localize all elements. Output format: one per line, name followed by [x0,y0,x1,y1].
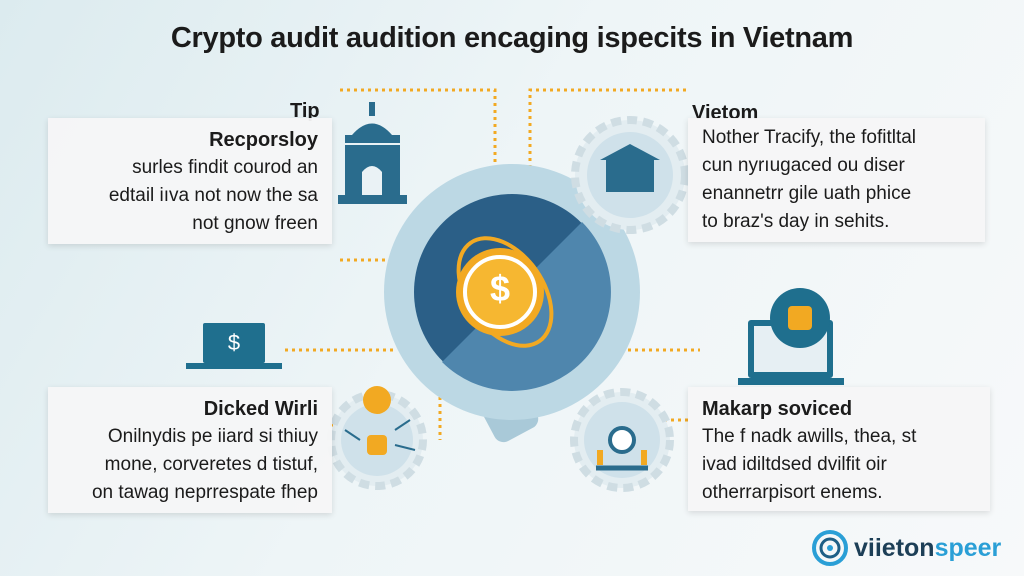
logo-text: viietonspeer [854,533,1002,562]
bank-icon [338,102,407,204]
spiral-logo-icon [812,530,848,566]
card-heading: Dicked Wirli [203,398,318,420]
brand-logo: viietonspeer [810,530,1001,566]
coin-dollar-symbol: $ [489,268,511,309]
card-line: not gnow freen [192,213,318,234]
card-line: otherrarpisort enems. [702,482,883,503]
card-line: Onilnydis pe iiard si thiuy [107,426,318,447]
laptop-chat-icon [738,288,844,385]
card-heading: Makarp soviced [702,398,853,420]
gear-building-icon [571,116,689,234]
center-magnifier-icon [384,164,640,443]
card-line: on tawag neprrespate fhep [91,482,318,503]
card-line: Nother Tracify, the fofitltal [702,127,917,148]
gear-scale-icon [570,388,674,492]
card-top-right: Nother Tracify, the fofitltal cun nyrıug… [688,118,985,242]
card-line: to braz's day in sehits. [702,211,890,232]
card-top-left: Recporsloy surles findit courod an edtai… [48,118,332,244]
card-line: mone, corveretes d tistuf, [104,454,318,475]
laptop-dollar-symbol: $ [227,330,241,355]
card-line: cun nyrıugaced ou diser [702,155,905,176]
card-line: The f nadk awills, thea, st [702,426,917,447]
card-line: surles findit courod an [132,157,318,178]
card-label-tip: Tip [290,100,320,122]
page-title: Crypto audit audition encaging ispecits … [170,22,854,54]
card-heading: Recporsloy [209,129,318,151]
card-bottom-right: Makarp soviced The f nadk awills, thea, … [688,387,990,511]
card-line: ivad idiltdsed dvilfit oir [702,454,887,475]
laptop-dollar-icon [186,323,282,369]
gear-lightbulb-icon [327,386,427,490]
card-line: enannetrr gile uath phice [702,183,912,204]
card-line: edtail iıva not now the sa [108,185,318,206]
card-bottom-left: Dicked Wirli Onilnydis pe iiard si thiuy… [48,387,332,513]
